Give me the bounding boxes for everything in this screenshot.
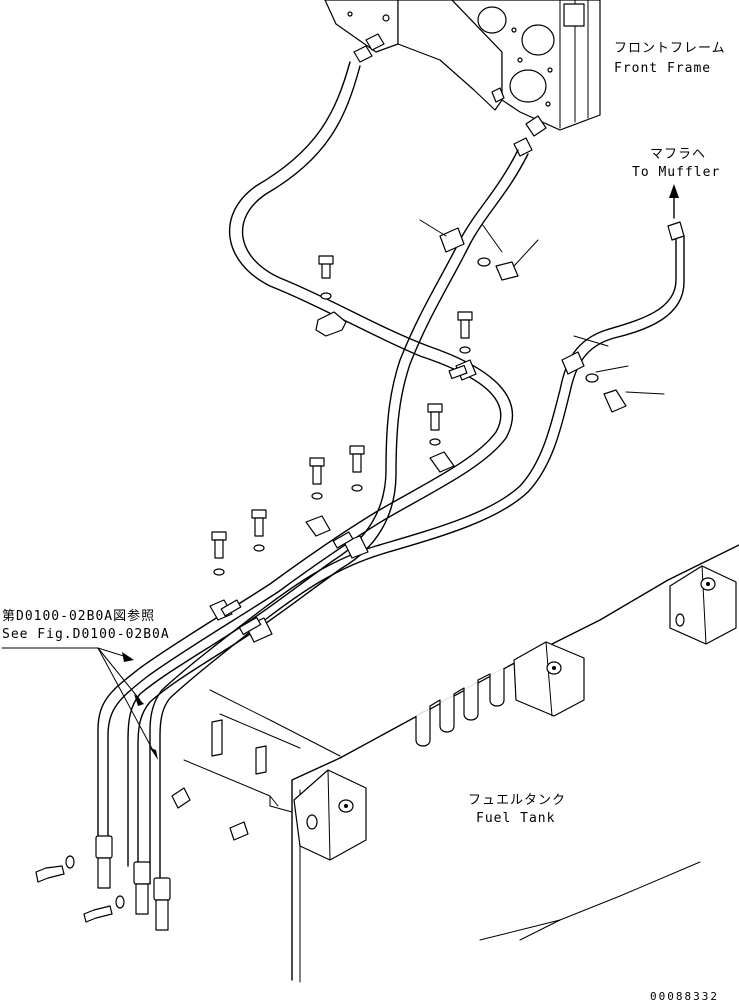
- spacers: [171, 719, 267, 841]
- clamp-bolt-9: [561, 351, 627, 413]
- clamp-bolt-1: [315, 255, 347, 337]
- tube-end-clamps: [95, 835, 171, 931]
- hose-clamps: [220, 364, 468, 636]
- fuel-hose-c: [149, 235, 685, 885]
- clamp-bolt-8: [439, 227, 519, 281]
- frame-fitting-left: [353, 33, 385, 63]
- clamp-bolt-3: [427, 403, 455, 473]
- clamp-bolt-4: [305, 457, 331, 537]
- fuel-tank-label-jp: フュエルタンク: [468, 793, 566, 808]
- front-frame-label: フロントフレーム Front Frame: [614, 41, 726, 76]
- frame-fitting-right: [513, 115, 547, 157]
- see-fig-label-en: See Fig.D0100-02B0A: [2, 627, 170, 642]
- front-frame: [324, 0, 601, 131]
- tank-tabs: [415, 668, 505, 747]
- fuel-tank-label-en: Fuel Tank: [476, 811, 555, 826]
- fuel-tank: [183, 544, 739, 983]
- to-muffler-arrow: [669, 184, 679, 219]
- tank-bracket-middle: [513, 641, 585, 717]
- leader-lines: [1, 219, 665, 760]
- bottom-bolts: [35, 855, 125, 923]
- front-frame-label-en: Front Frame: [614, 61, 711, 76]
- tank-bracket-right: [669, 565, 737, 645]
- drawing-number: 00088332: [650, 990, 719, 1003]
- to-muffler-label-en: To Muffler: [632, 165, 720, 180]
- fuel-hose-b: [127, 149, 529, 867]
- front-frame-label-jp: フロントフレーム: [614, 41, 726, 56]
- tank-bracket-left: [293, 769, 367, 861]
- fuel-hose-a: [97, 61, 514, 849]
- see-fig-label: 第D0100-02B0A図参照 See Fig.D0100-02B0A: [2, 608, 170, 642]
- fuel-tank-label: フュエルタンク Fuel Tank: [468, 793, 566, 826]
- to-muffler-label: マフラヘ To Muffler: [632, 147, 720, 180]
- to-muffler-label-jp: マフラヘ: [650, 147, 706, 162]
- see-fig-label-jp: 第D0100-02B0A図参照: [2, 608, 155, 624]
- clamp-bolt-5: [343, 445, 369, 559]
- muffler-fitting: [667, 221, 685, 241]
